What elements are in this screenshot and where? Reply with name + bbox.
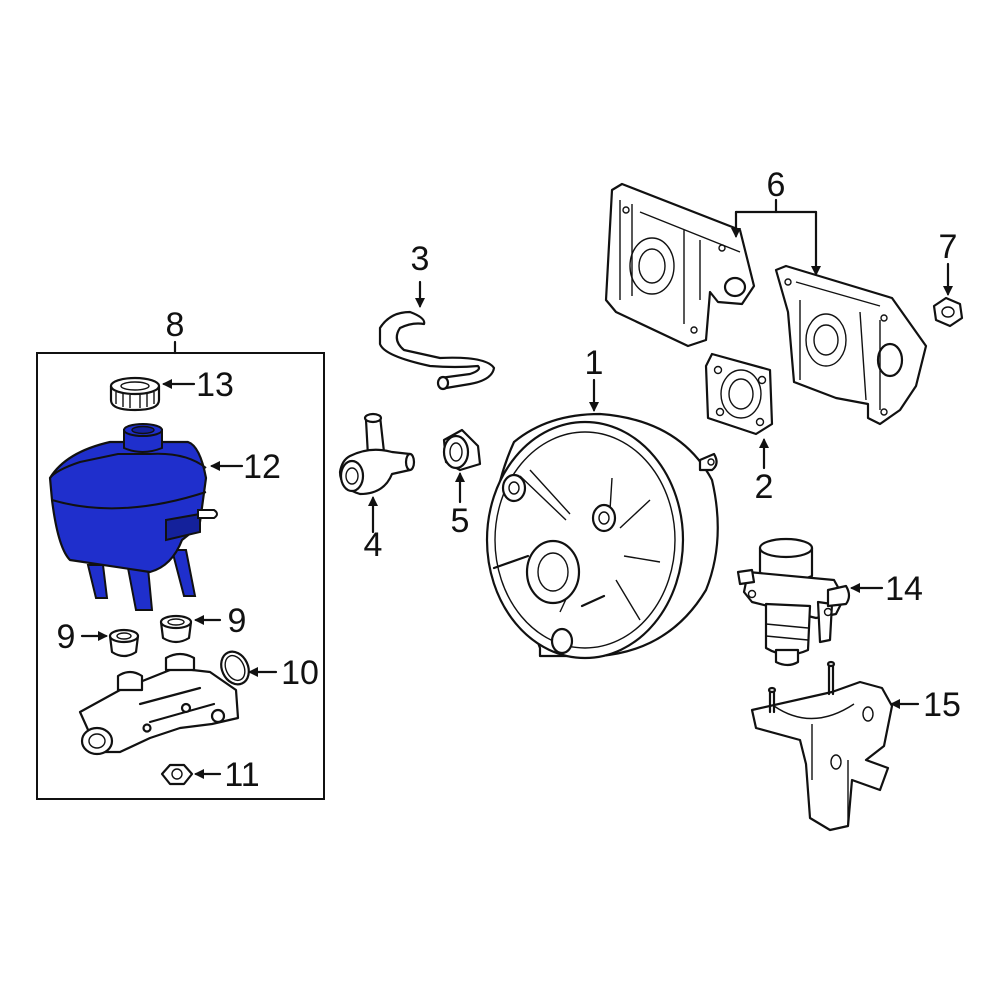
- callout-2: 2: [755, 468, 774, 506]
- callout-6: 6: [767, 166, 786, 204]
- master-cylinder[interactable]: [78, 652, 240, 756]
- callout-10: 10: [281, 654, 319, 692]
- nut-small[interactable]: [160, 763, 194, 786]
- reservoir-cap[interactable]: [109, 376, 161, 412]
- brake-reservoir[interactable]: [48, 423, 218, 611]
- callout-15: 15: [923, 686, 961, 724]
- callout-11: 11: [224, 756, 259, 794]
- callout-9-right: 9: [228, 602, 247, 640]
- callout-5: 5: [451, 502, 470, 540]
- vacuum-hose[interactable]: [378, 310, 496, 391]
- callout-12: 12: [243, 448, 281, 486]
- o-ring[interactable]: [216, 647, 254, 689]
- nut-bracket[interactable]: [932, 296, 964, 328]
- mounting-bracket-front[interactable]: [774, 264, 928, 426]
- check-valve[interactable]: [338, 412, 416, 496]
- group-box: [36, 352, 325, 800]
- reservoir-leg: [86, 564, 109, 599]
- callout-13: 13: [196, 366, 234, 404]
- grommet-right[interactable]: [159, 614, 193, 644]
- brake-booster[interactable]: [485, 412, 719, 660]
- callout-7: 7: [939, 228, 958, 266]
- callout-4: 4: [364, 526, 383, 564]
- vacuum-pump[interactable]: [736, 537, 851, 667]
- callout-9-left: 9: [57, 618, 76, 656]
- booster-gasket[interactable]: [704, 352, 774, 436]
- grommet-left[interactable]: [108, 628, 140, 658]
- callout-14: 14: [885, 570, 923, 608]
- reservoir-leg: [126, 567, 154, 611]
- reservoir-leg: [170, 549, 197, 597]
- pump-bracket[interactable]: [750, 660, 894, 832]
- leader-lines: [80, 198, 953, 779]
- booster-grommet[interactable]: [442, 428, 482, 472]
- callout-3: 3: [411, 240, 430, 278]
- callout-8: 8: [166, 306, 185, 344]
- callout-1: 1: [585, 344, 604, 382]
- mounting-bracket-rear[interactable]: [604, 182, 756, 348]
